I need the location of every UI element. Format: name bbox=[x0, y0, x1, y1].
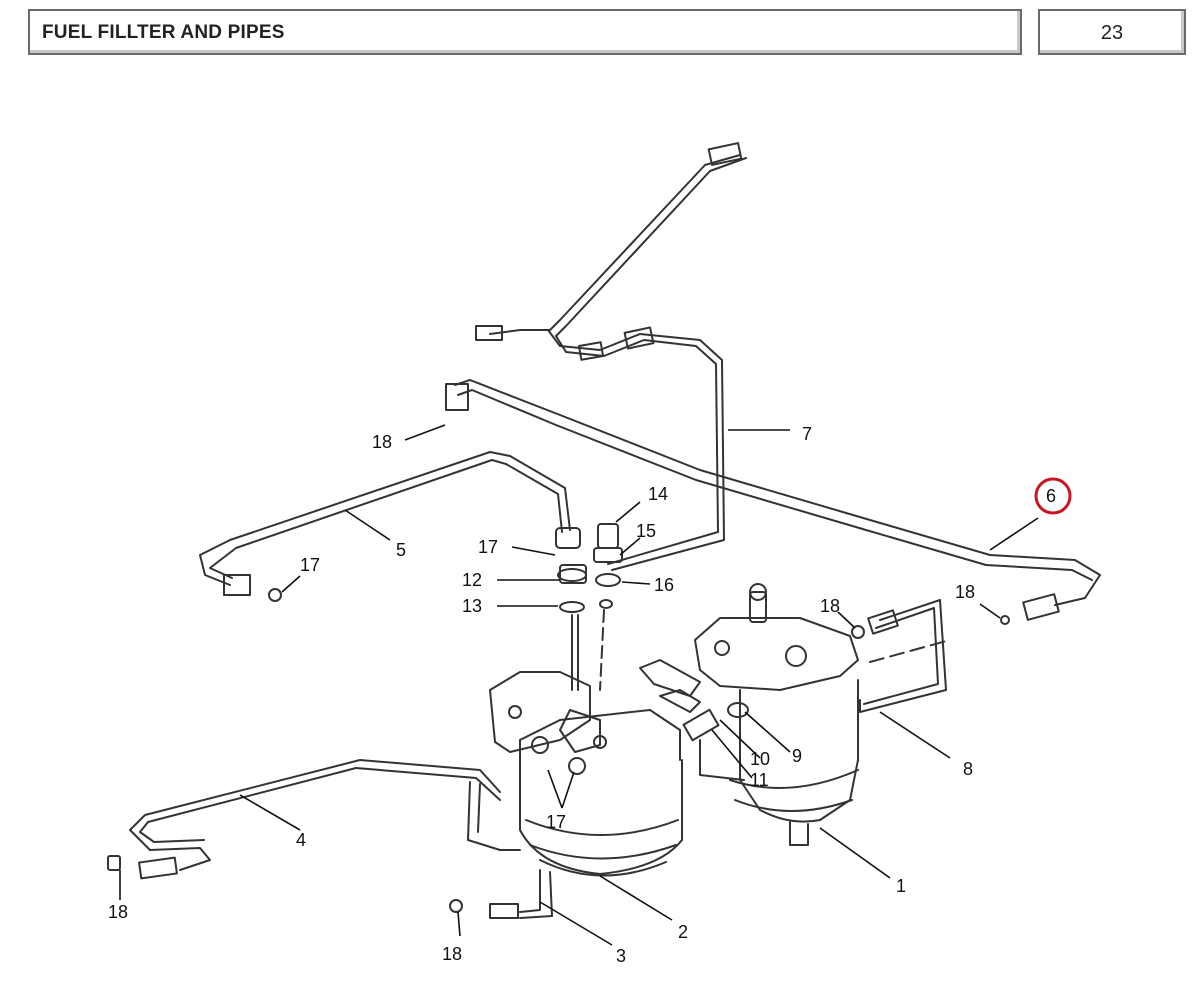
pipe-7 bbox=[475, 142, 747, 571]
callout-2: 2 bbox=[678, 922, 688, 942]
pipe-4 bbox=[107, 739, 745, 880]
callout-11: 11 bbox=[750, 770, 769, 790]
callout-7: 7 bbox=[802, 424, 812, 444]
callout-16: 16 bbox=[654, 575, 674, 595]
leader-lines bbox=[119, 424, 1039, 946]
callout-labels: 1 2 3 4 5 6 7 8 9 10 11 12 13 14 15 16 1… bbox=[108, 424, 1056, 966]
callout-17: 17 bbox=[300, 555, 320, 575]
highlight-circle bbox=[1034, 477, 1072, 515]
callout-10: 10 bbox=[750, 749, 770, 769]
callout-9: 9 bbox=[792, 746, 802, 766]
page-number: 23 bbox=[1100, 22, 1124, 44]
callout-15: 15 bbox=[636, 521, 656, 541]
callout-18: 18 bbox=[442, 944, 462, 964]
callout-8: 8 bbox=[963, 759, 973, 779]
pipe-6 bbox=[445, 379, 1101, 621]
fittings-stack bbox=[555, 523, 623, 691]
callout-18: 18 bbox=[108, 902, 128, 922]
diagram-title: FUEL FILLTER AND PIPES bbox=[42, 22, 285, 43]
callout-12: 12 bbox=[462, 570, 482, 590]
diagram-title-box: FUEL FILLTER AND PIPES bbox=[28, 9, 1022, 55]
filter-assembly-right bbox=[639, 583, 859, 846]
callout-18: 18 bbox=[372, 432, 392, 452]
pipe-8 bbox=[851, 599, 1010, 713]
callout-6: 6 bbox=[1046, 486, 1056, 506]
callout-13: 13 bbox=[462, 596, 482, 616]
page-number-box: 23 bbox=[1038, 9, 1186, 55]
callout-5: 5 bbox=[396, 540, 406, 560]
callout-17: 17 bbox=[478, 537, 498, 557]
callout-1: 1 bbox=[896, 876, 906, 896]
pipe-5 bbox=[199, 451, 571, 602]
callout-4: 4 bbox=[296, 830, 306, 850]
callout-18: 18 bbox=[820, 596, 840, 616]
filter-assembly-left bbox=[449, 671, 683, 919]
callout-3: 3 bbox=[616, 946, 626, 966]
callout-18: 18 bbox=[955, 582, 975, 602]
callout-17: 17 bbox=[546, 812, 566, 832]
callout-14: 14 bbox=[648, 484, 668, 504]
